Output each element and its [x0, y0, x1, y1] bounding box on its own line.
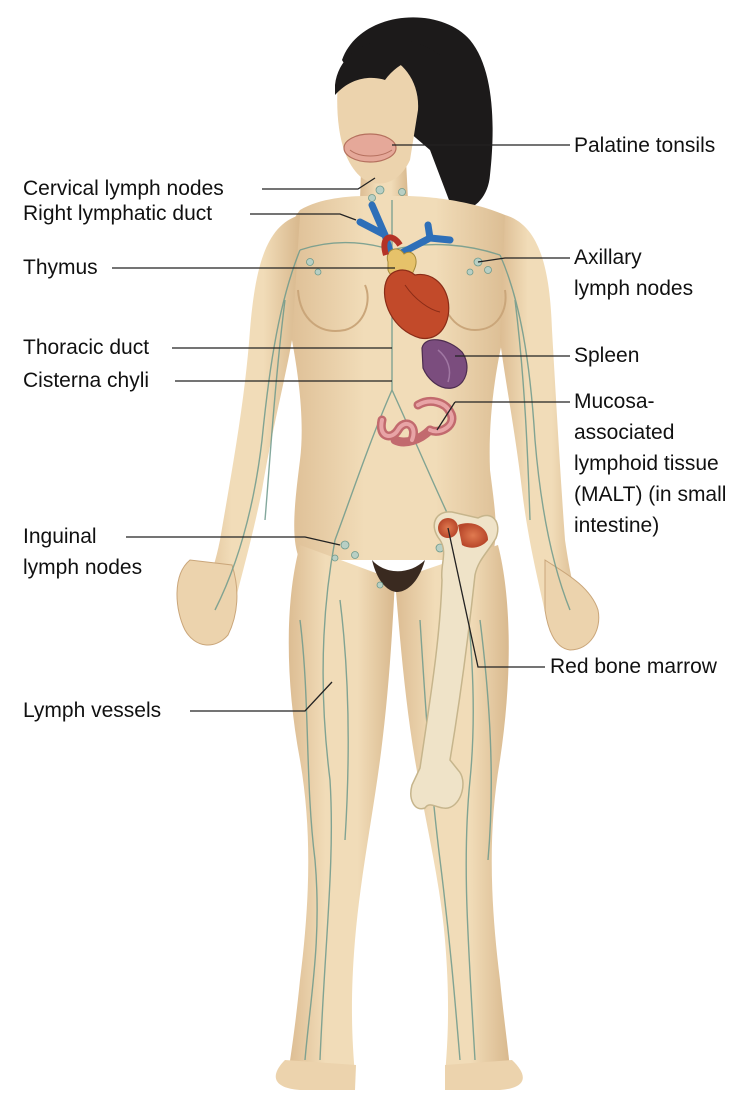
label-inguinal-2: lymph nodes: [23, 555, 142, 581]
foot-left: [445, 1060, 523, 1090]
label-thymus: Thymus: [23, 255, 98, 281]
leg-right: [288, 545, 395, 1075]
palatine-tonsils-organ: [344, 134, 396, 162]
label-malt-1: Mucosa-: [574, 389, 655, 415]
label-spleen: Spleen: [574, 343, 639, 369]
label-malt-3: lymphoid tissue: [574, 451, 719, 477]
leader-cervical: [262, 178, 375, 189]
label-palatine-tonsils: Palatine tonsils: [574, 133, 715, 159]
label-malt-5: intestine): [574, 513, 659, 539]
label-cisterna-chyli: Cisterna chyli: [23, 368, 149, 394]
arm-left: [500, 215, 580, 612]
label-axillary-2: lymph nodes: [574, 276, 693, 302]
hand-left: [545, 560, 599, 650]
label-axillary-1: Axillary: [574, 245, 642, 271]
label-cervical-lymph-nodes: Cervical lymph nodes: [23, 176, 224, 202]
label-lymph-vessels: Lymph vessels: [23, 698, 161, 724]
arm-right: [195, 215, 300, 615]
foot-right: [276, 1060, 356, 1090]
label-red-bone-marrow: Red bone marrow: [550, 654, 717, 680]
body-figure: [177, 17, 599, 1090]
label-inguinal-1: Inguinal: [23, 524, 97, 550]
label-malt-2: associated: [574, 420, 674, 446]
hand-right: [177, 560, 237, 645]
label-right-lymphatic-duct: Right lymphatic duct: [23, 201, 212, 227]
label-thoracic-duct: Thoracic duct: [23, 335, 149, 361]
label-malt-4: (MALT) (in small: [574, 482, 726, 508]
